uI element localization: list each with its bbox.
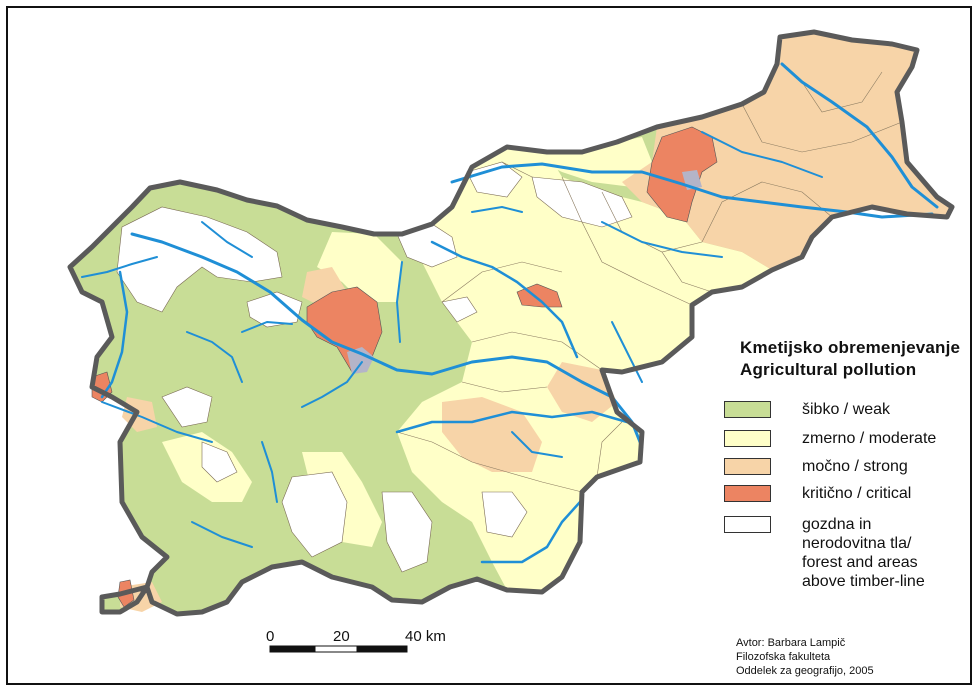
legend-swatch-weak (724, 401, 771, 418)
river-kolpa (480, 500, 582, 564)
river-mura (780, 62, 939, 209)
river-soca (100, 270, 129, 399)
credits-author: Avtor: Barbara Lampič (736, 637, 846, 649)
credits: Avtor: Barbara Lampič Filozofska fakulte… (736, 636, 874, 678)
forest-julian-alps (116, 206, 283, 313)
legend-label-moderate: zmerno / moderate (802, 430, 937, 447)
river-meza (471, 206, 523, 213)
legend-title-sl: Kmetijsko obremenjevanje (740, 338, 961, 357)
river-dravinja (601, 221, 723, 258)
scale-seg-3 (356, 645, 408, 653)
zone-strong-center-east (547, 362, 617, 422)
forest-trnovo (161, 386, 213, 428)
legend-swatch-strong (724, 458, 771, 475)
river-nw (81, 256, 158, 278)
urban-ljubljana (347, 347, 374, 374)
scale-label-20: 20 (333, 628, 350, 645)
forest-east-small (441, 296, 478, 323)
legend-forest-line2: nerodovitna tla/ (802, 535, 912, 552)
zone-moderate-central (317, 232, 402, 302)
river-savinja (430, 240, 579, 359)
legend-forest-line3: forest and areas (802, 554, 918, 571)
river-sava (130, 232, 644, 449)
scale-bar (269, 645, 408, 653)
legend-swatch-critical (724, 485, 771, 502)
zone-strong-northeast (622, 32, 952, 270)
river-krka (395, 410, 629, 434)
scale-seg-1 (269, 645, 316, 653)
zone-moderate-north (522, 137, 652, 187)
forest-kocevje (381, 491, 433, 573)
river-idrijca (186, 331, 243, 383)
river-reka (191, 521, 253, 548)
legend-swatch-forest (724, 516, 771, 533)
municipality-boundaries (396, 71, 903, 493)
scale-label-0: 0 (266, 628, 275, 645)
credits-department: Oddelek za geografijo, 2005 (736, 665, 874, 677)
river-vipava (101, 401, 213, 443)
legend-swatch-moderate (724, 430, 771, 447)
slovenia-map (67, 29, 955, 653)
river-sora (241, 321, 293, 333)
river-kamniska (396, 261, 403, 343)
scale-seg-2 (314, 645, 358, 653)
river-mirna (511, 431, 563, 458)
river-pesnica (701, 131, 823, 178)
legend-label-critical: kritično / critical (802, 485, 912, 502)
forest-gorjanci (481, 491, 528, 538)
forest-karst (201, 441, 238, 483)
legend-forest-line4: above timber-line (802, 573, 925, 590)
forest-snežnik (281, 471, 348, 558)
legend-forest-line1: gozdna in (802, 516, 872, 533)
zone-strong-southeast (442, 397, 542, 472)
country-border (67, 29, 955, 617)
legend-label-forest: gozdna in nerodovitna tla/ forest and ar… (802, 515, 925, 591)
legend-label-strong: močno / strong (802, 458, 908, 475)
river-sotla (611, 321, 643, 383)
legend-title-en: Agricultural pollution (740, 360, 917, 379)
legend-label-weak: šibko / weak (802, 401, 891, 418)
river-pivka (261, 441, 278, 503)
river-upper-sava (201, 221, 253, 258)
forest-central (246, 291, 303, 328)
map-frame: Kmetijsko obremenjevanje Agricultural po… (6, 6, 972, 685)
credits-faculty: Filozofska fakulteta (736, 651, 831, 663)
scale-label-40: 40 km (405, 628, 446, 645)
river-ljubljanica (301, 361, 363, 408)
forest-north (466, 161, 523, 198)
